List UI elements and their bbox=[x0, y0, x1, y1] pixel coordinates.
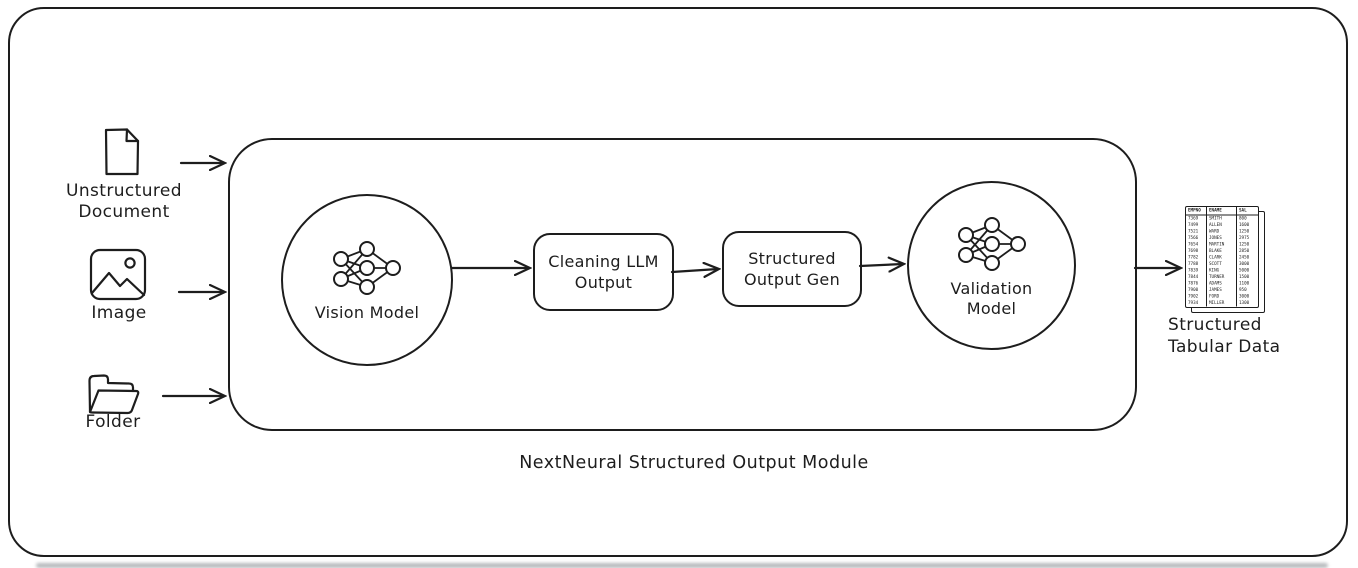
table-cell: MILLER bbox=[1207, 300, 1237, 307]
table-cell: 7839 bbox=[1186, 267, 1207, 274]
table-cell: 3000 bbox=[1239, 261, 1250, 267]
table-cell: 2850 bbox=[1239, 248, 1250, 254]
module-caption: NextNeural Structured Output Module bbox=[519, 453, 869, 473]
table-cell: 7654 bbox=[1186, 241, 1207, 248]
table-cell: WARD bbox=[1207, 228, 1237, 235]
table-cell: SCOTT bbox=[1207, 261, 1237, 268]
table-cell: 1500 bbox=[1239, 274, 1250, 280]
table-cell: BLAKE bbox=[1207, 248, 1237, 255]
table-cell: 1300 bbox=[1239, 300, 1250, 306]
table-cell: 7876 bbox=[1186, 280, 1207, 287]
table-cell: ALLEN bbox=[1207, 222, 1237, 229]
table-cell: 7499 bbox=[1186, 222, 1207, 229]
table-header-empno: EMPNO bbox=[1186, 207, 1207, 215]
table-cell: 1250 bbox=[1239, 229, 1250, 234]
node-vision-model: Vision Model bbox=[281, 194, 453, 366]
table-cell: 950 bbox=[1239, 287, 1247, 293]
table-cell: 7566 bbox=[1186, 235, 1207, 242]
table-header-sal: SAL bbox=[1239, 208, 1247, 213]
table-cell: 7844 bbox=[1186, 274, 1207, 281]
node-label-cleaning-llm-output: Cleaning LLM Output bbox=[548, 252, 659, 292]
table-cell: FORD bbox=[1207, 293, 1237, 300]
table-cell: 7900 bbox=[1186, 287, 1207, 294]
table-cell: TURNER bbox=[1207, 274, 1237, 281]
node-label-structured-output-gen: Structured Output Gen bbox=[743, 249, 841, 289]
table-cell: 7788 bbox=[1186, 261, 1207, 268]
neural-network-icon bbox=[333, 241, 401, 295]
frame-bottom-shadow bbox=[36, 563, 1328, 568]
folder-icon bbox=[88, 374, 140, 415]
node-validation-model: Validation Model bbox=[907, 181, 1076, 350]
table-cell: CLARK bbox=[1207, 254, 1237, 261]
input-label-unstructured-document: Unstructured Document bbox=[66, 181, 182, 222]
table-cell: 2975 bbox=[1239, 235, 1250, 241]
input-label-image: Image bbox=[91, 303, 147, 323]
table-cell: 800 bbox=[1239, 216, 1247, 221]
table-cell: 1600 bbox=[1239, 222, 1250, 228]
table-header-row: EMPNO ENAME SAL bbox=[1186, 207, 1258, 216]
input-label-folder: Folder bbox=[85, 412, 141, 432]
table-cell: KING bbox=[1207, 267, 1237, 274]
image-icon bbox=[89, 248, 147, 301]
table-cell: MARTIN bbox=[1207, 241, 1237, 248]
node-label-validation-model: Validation Model bbox=[950, 278, 1033, 318]
neural-network-icon bbox=[957, 216, 1026, 271]
table-cell: SMITH bbox=[1207, 215, 1237, 222]
table-header-ename: ENAME bbox=[1207, 207, 1237, 215]
table-cell: 7698 bbox=[1186, 248, 1207, 255]
table-cell: 2450 bbox=[1239, 255, 1250, 260]
table-cell: 1100 bbox=[1239, 281, 1250, 286]
node-structured-output-gen: Structured Output Gen bbox=[722, 231, 862, 307]
table-cell: 7521 bbox=[1186, 228, 1207, 235]
table-cell: ADAMS bbox=[1207, 280, 1237, 287]
table-cell: 7782 bbox=[1186, 254, 1207, 261]
node-cleaning-llm-output: Cleaning LLM Output bbox=[533, 233, 674, 311]
table-cell: JONES bbox=[1207, 235, 1237, 242]
table-cell: 7369 bbox=[1186, 215, 1207, 222]
table-cell: JAMES bbox=[1207, 287, 1237, 294]
table-cell: 7934 bbox=[1186, 300, 1207, 307]
output-label-structured-tabular-data: Structured Tabular Data bbox=[1168, 315, 1281, 357]
document-icon bbox=[104, 128, 140, 176]
node-label-vision-model: Vision Model bbox=[314, 303, 420, 322]
table-cell: 5000 bbox=[1239, 268, 1250, 273]
table-cell: 3000 bbox=[1239, 294, 1250, 299]
table-cell: 1250 bbox=[1239, 242, 1250, 247]
table-cell: 7902 bbox=[1186, 293, 1207, 300]
